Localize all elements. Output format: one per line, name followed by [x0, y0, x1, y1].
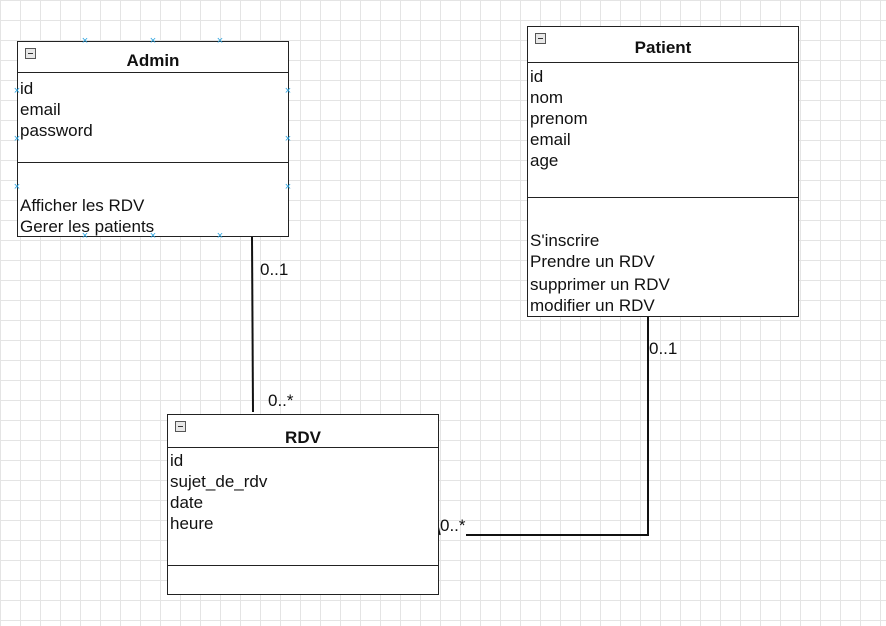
selection-handle[interactable]: × [284, 181, 292, 193]
rdv-separator [168, 565, 438, 566]
selection-handle[interactable]: × [81, 35, 89, 47]
selection-handle[interactable]: × [216, 35, 224, 47]
selection-handle[interactable]: × [284, 85, 292, 97]
patient-method: modifier un RDV [530, 296, 655, 315]
selection-handle[interactable]: × [13, 181, 21, 193]
rdv-attributes: id sujet_de_rdv date heure [170, 450, 267, 534]
patient-attribute: age [530, 151, 559, 170]
selection-handle[interactable]: × [149, 230, 157, 242]
patient-attribute: nom [530, 88, 564, 107]
patient-class-header: Patient [528, 27, 798, 63]
rdv-attribute: id [170, 451, 184, 470]
selection-handle[interactable]: × [81, 230, 89, 242]
patient-method: S'inscrire [530, 231, 600, 250]
patient-methods: S'inscrire Prendre un RDV supprimer un R… [530, 230, 670, 316]
rdv-class[interactable]: RDV id sujet_de_rdv date heure [167, 414, 439, 595]
admin-rdv-admin-multiplicity: 0..1 [260, 260, 289, 279]
admin-method: Gerer les patients [20, 217, 155, 236]
admin-rdv-association [251, 236, 254, 413]
selection-handle[interactable]: × [13, 85, 21, 97]
admin-attribute: password [20, 121, 93, 140]
admin-class[interactable]: Admin id email password Afficher les RDV… [17, 41, 289, 237]
rdv-attribute: heure [170, 514, 214, 533]
selection-handle[interactable]: × [216, 230, 224, 242]
collapse-icon[interactable] [25, 48, 36, 59]
selection-handle[interactable]: × [149, 35, 157, 47]
rdv-attribute: date [170, 493, 204, 512]
patient-separator [528, 197, 798, 198]
rdv-class-name: RDV [285, 428, 321, 447]
admin-attribute: email [20, 100, 61, 119]
admin-class-name: Admin [126, 51, 180, 70]
admin-attributes: id email password [20, 78, 93, 141]
collapse-icon[interactable] [175, 421, 186, 432]
patient-method: Prendre un RDV [530, 252, 655, 271]
selection-handle[interactable]: × [284, 133, 292, 145]
patient-rdv-association [466, 317, 649, 536]
selection-handle[interactable]: × [13, 133, 21, 145]
patient-attribute: email [530, 130, 571, 149]
collapse-icon[interactable] [535, 33, 546, 44]
rdv-attribute: sujet_de_rdv [170, 472, 268, 491]
admin-class-header: Admin [18, 42, 288, 73]
rdv-class-header: RDV [168, 415, 438, 448]
admin-methods: Afficher les RDV Gerer les patients [20, 195, 154, 237]
admin-separator [18, 162, 288, 163]
patient-rdv-rdv-multiplicity: 0..* [440, 516, 466, 535]
patient-rdv-patient-multiplicity: 0..1 [649, 339, 678, 358]
admin-attribute: id [20, 79, 34, 98]
patient-method: supprimer un RDV [530, 275, 670, 294]
patient-class-name: Patient [634, 38, 692, 57]
admin-rdv-rdv-multiplicity: 0..* [268, 391, 294, 410]
patient-attributes: id nom prenom email age [530, 66, 588, 171]
patient-class[interactable]: Patient id nom prenom email age S'inscri… [527, 26, 799, 317]
admin-method: Afficher les RDV [20, 196, 145, 215]
patient-attribute: prenom [530, 109, 588, 128]
patient-attribute: id [530, 67, 544, 86]
